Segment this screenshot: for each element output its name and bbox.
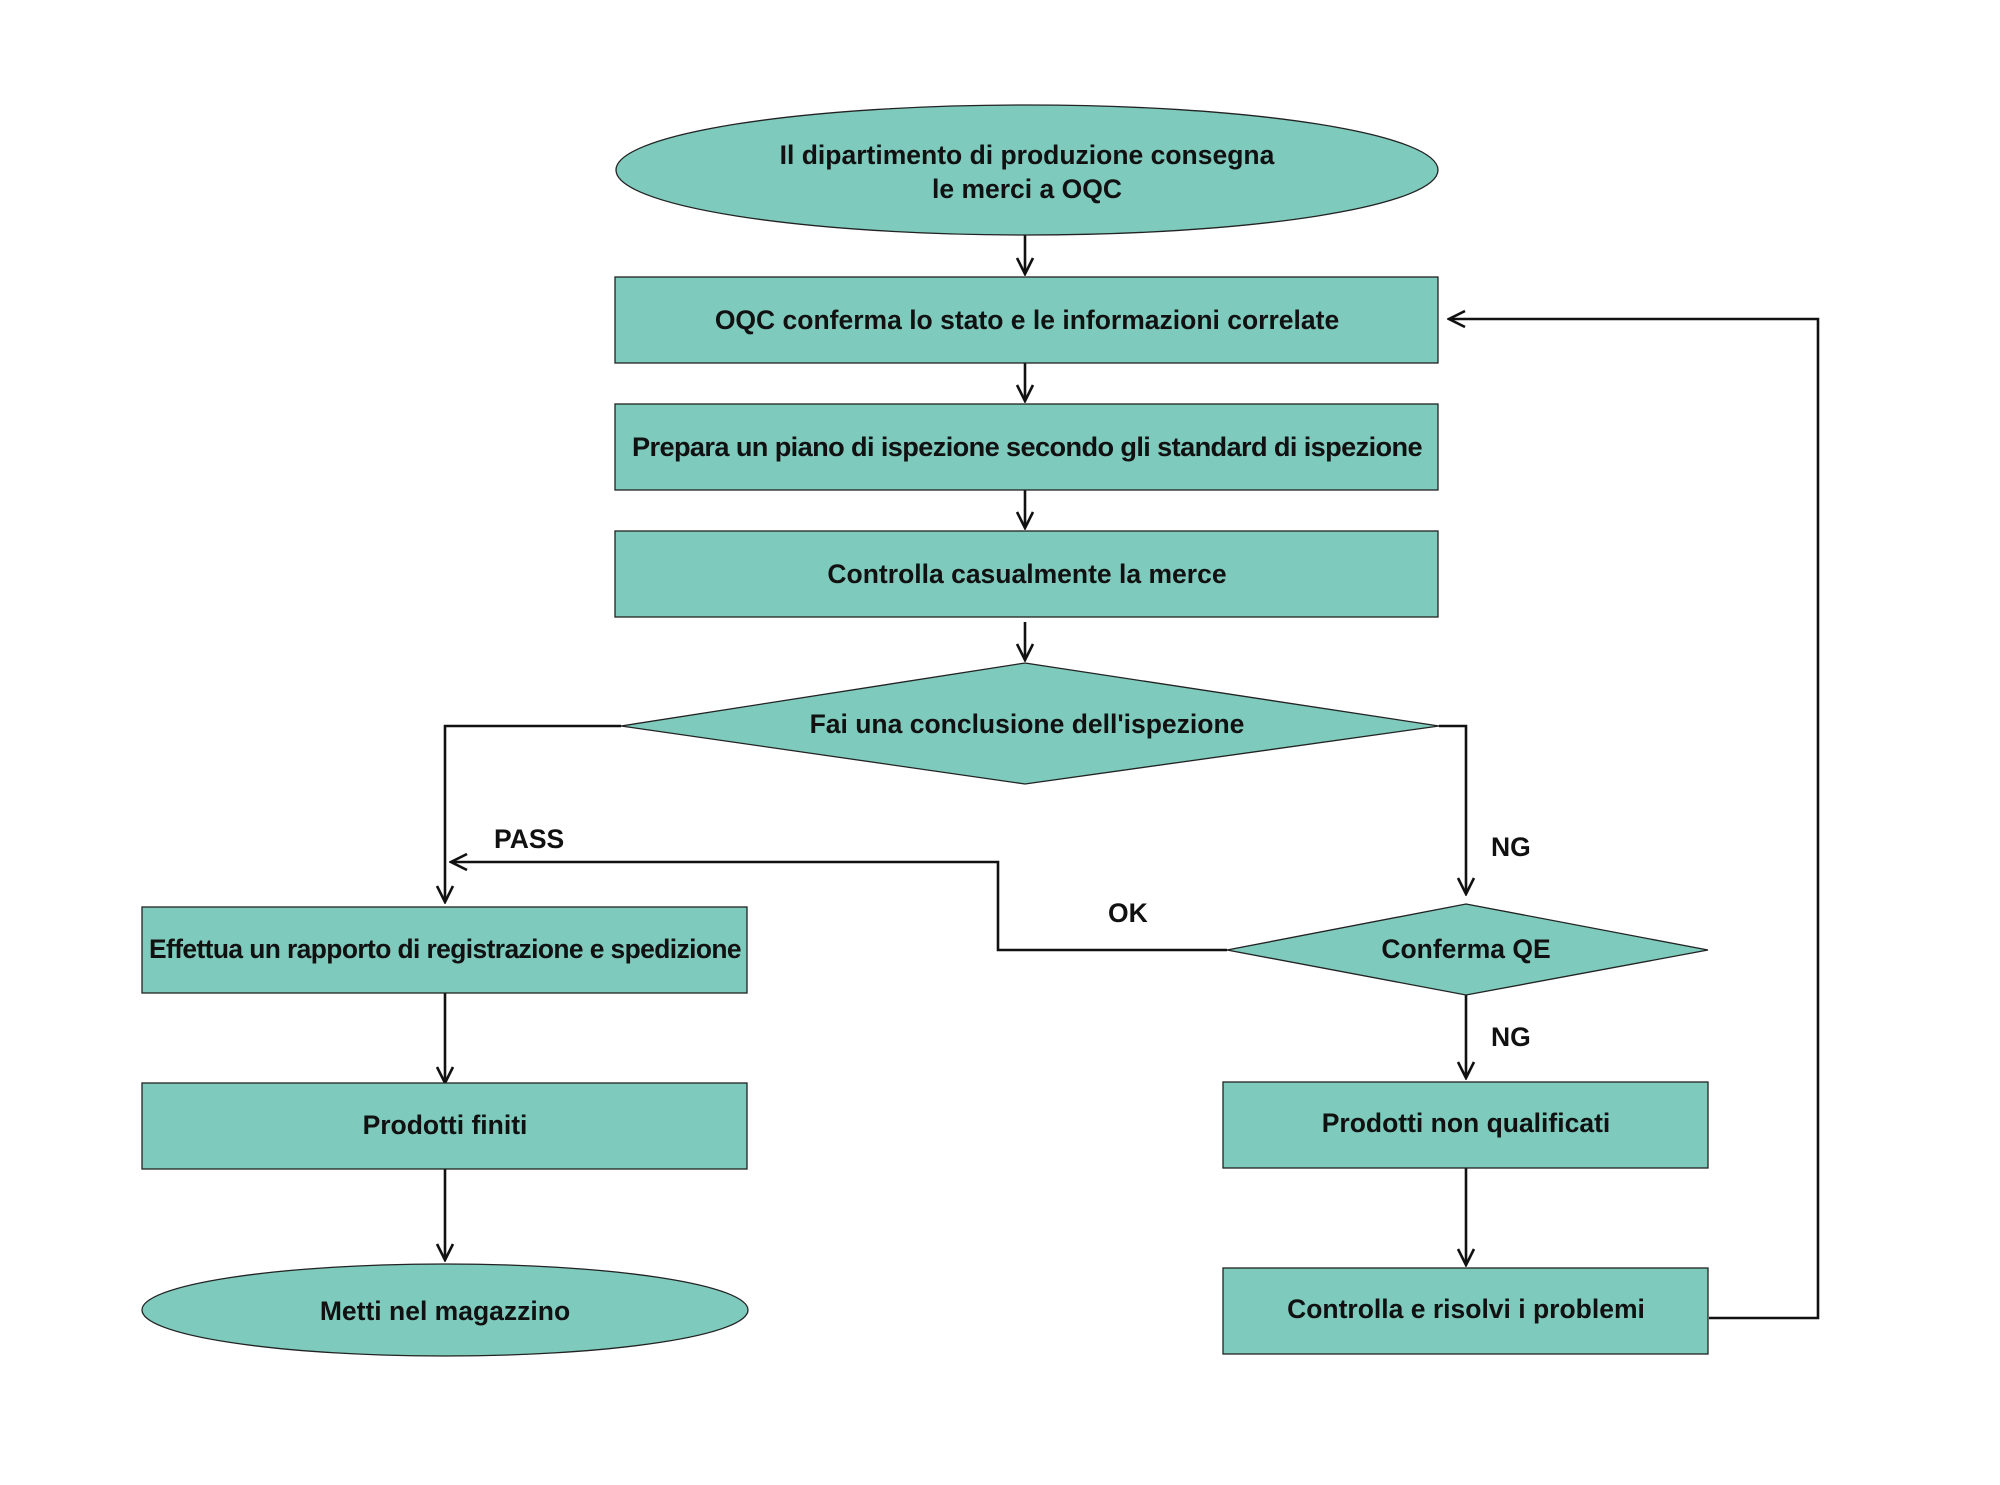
prepare-plan-box: [614, 403, 1439, 491]
finished-products-box: [141, 1082, 748, 1170]
warehouse-ellipse: [141, 1263, 749, 1357]
node-conclusion-decision: Fai una conclusione dell'ispezione: [620, 662, 1440, 785]
node-random-check: Controlla casualmente la merce: [614, 530, 1439, 618]
conclusion-diamond: [620, 662, 1440, 785]
node-qe-decision: Conferma QE: [1226, 903, 1709, 996]
unqualified-label: Prodotti non qualificati: [1322, 1108, 1611, 1138]
node-start: Il dipartimento di produzione consegna l…: [615, 104, 1439, 236]
start-ellipse: [615, 104, 1439, 236]
qe-label: Conferma QE: [1381, 934, 1550, 964]
node-warehouse: Metti nel magazzino: [141, 1263, 749, 1357]
finished-products-label: Prodotti finiti: [363, 1110, 528, 1140]
prepare-plan-label: Prepara un piano di ispezione secondo gl…: [632, 432, 1422, 462]
node-shipping-report: Effettua un rapporto di registrazione e …: [141, 906, 748, 994]
edge-label-ng-first: NG: [1491, 832, 1531, 862]
confirm-status-box: [614, 276, 1439, 364]
edge-solve-loop-back: [1449, 319, 1820, 1320]
edges: [445, 235, 1820, 1320]
edge-label-ng-second: NG: [1491, 1022, 1531, 1052]
edge-conclusion-pass: [445, 724, 621, 902]
edge-label-pass: PASS: [494, 824, 564, 854]
warehouse-label: Metti nel magazzino: [320, 1296, 570, 1326]
node-finished-products: Prodotti finiti: [141, 1082, 748, 1170]
start-label: Il dipartimento di produzione consegna: [780, 140, 1275, 170]
solve-problems-label: Controlla e risolvi i problemi: [1287, 1294, 1645, 1324]
shipping-report-box: [141, 906, 748, 994]
conclusion-label: Fai una conclusione dell'ispezione: [810, 709, 1245, 739]
random-check-box: [614, 530, 1439, 618]
edge-label-ok: OK: [1108, 898, 1148, 928]
start-label-line2: le merci a OQC: [932, 174, 1122, 204]
node-solve-problems: Controlla e risolvi i problemi: [1222, 1267, 1709, 1355]
edge-conclusion-ng: [1439, 724, 1466, 894]
random-check-label: Controlla casualmente la merce: [827, 559, 1226, 589]
node-unqualified: Prodotti non qualificati: [1222, 1081, 1709, 1169]
shipping-report-label: Effettua un rapporto di registrazione e …: [149, 934, 741, 964]
solve-problems-box: [1222, 1267, 1709, 1355]
confirm-status-label: OQC conferma lo stato e le informazioni …: [715, 305, 1339, 335]
unqualified-box: [1222, 1081, 1709, 1169]
qe-diamond: [1226, 903, 1709, 996]
node-confirm-status: OQC conferma lo stato e le informazioni …: [614, 276, 1439, 364]
edge-qe-ok: [451, 862, 1227, 952]
node-prepare-plan: Prepara un piano di ispezione secondo gl…: [614, 403, 1439, 491]
